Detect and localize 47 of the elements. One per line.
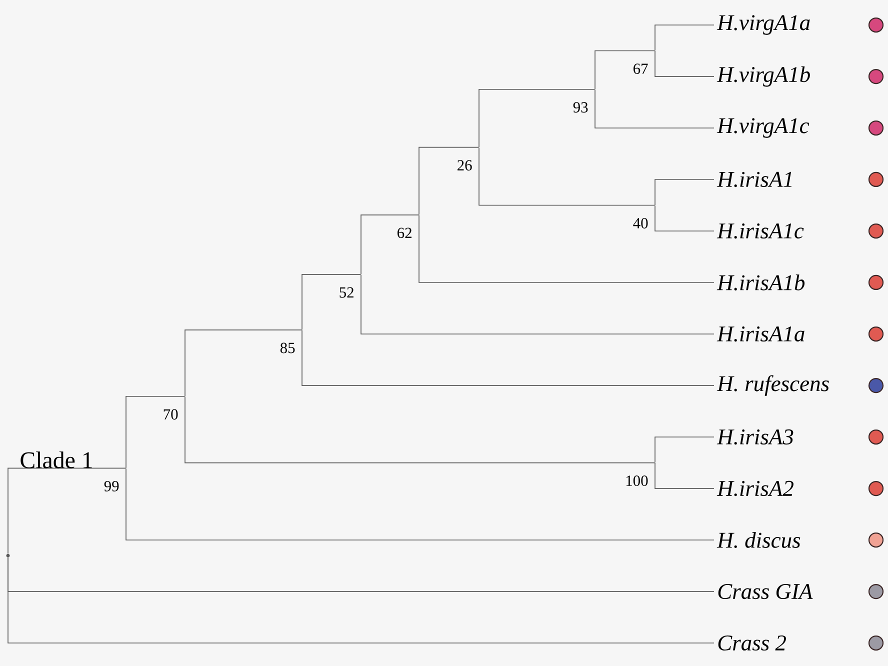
tree-branch bbox=[478, 147, 656, 206]
tree-branch bbox=[654, 179, 714, 206]
taxon-label: H.irisA1c bbox=[716, 223, 804, 239]
bootstrap-value: 85 bbox=[280, 342, 295, 354]
taxon-label: H. discus bbox=[716, 532, 800, 548]
tree-branch bbox=[654, 50, 714, 77]
bootstrap-value: 99 bbox=[104, 481, 119, 492]
tree-branch bbox=[478, 88, 596, 148]
tree-branch bbox=[184, 330, 302, 396]
tree-branch bbox=[126, 468, 714, 540]
root-point bbox=[6, 554, 10, 558]
tree-branch bbox=[418, 146, 480, 216]
bootstrap-value: 52 bbox=[340, 287, 354, 298]
tree-branch bbox=[654, 205, 714, 232]
tree-branch bbox=[654, 24, 714, 51]
tree-branch bbox=[654, 462, 714, 489]
tree-branch bbox=[594, 50, 656, 90]
tree-branch bbox=[8, 468, 126, 554]
bootstrap-value: 70 bbox=[164, 409, 178, 420]
taxon-label: H.irisA1b bbox=[716, 274, 805, 290]
bootstrap-value: 62 bbox=[398, 228, 412, 238]
taxon-label: H.irisA1a bbox=[716, 326, 804, 342]
tree-branch bbox=[594, 89, 714, 128]
bootstrap-value: 100 bbox=[626, 476, 648, 486]
taxon-label: H.virgA1a bbox=[716, 15, 810, 35]
taxon-label: H.virgA1c bbox=[716, 118, 810, 138]
tree-branch bbox=[302, 274, 362, 330]
bootstrap-value: 26 bbox=[458, 160, 472, 171]
clade-label: Clade 1 bbox=[20, 452, 92, 468]
taxon-label: H. rufescens bbox=[716, 375, 829, 396]
bootstrap-value: 40 bbox=[633, 218, 648, 228]
tree-branch bbox=[302, 330, 714, 386]
taxon-label: Crass GIA bbox=[718, 584, 813, 600]
tree-branch bbox=[184, 396, 656, 464]
tree-branch bbox=[418, 214, 714, 283]
taxon-label: H.irisA2 bbox=[716, 480, 794, 496]
taxon-label: H.irisA3 bbox=[716, 429, 794, 445]
bootstrap-value: 93 bbox=[573, 102, 588, 113]
tree-branch bbox=[360, 214, 420, 275]
tree-branch bbox=[126, 396, 186, 468]
taxon-label: H.virgA1b bbox=[716, 66, 810, 87]
taxon-label: H.irisA1 bbox=[716, 172, 792, 188]
bootstrap-value: 67 bbox=[634, 64, 648, 74]
tree-branch bbox=[360, 274, 714, 334]
tree-branch bbox=[8, 557, 714, 644]
tree-branch bbox=[654, 436, 714, 463]
taxon-label: Crass 2 bbox=[718, 635, 786, 651]
